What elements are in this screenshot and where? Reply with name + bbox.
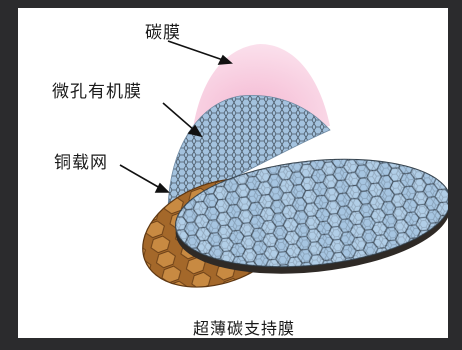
- diagram-card: 碳膜 微孔有机膜 铜载网 超薄碳支持膜: [18, 8, 448, 338]
- copper-grid-label: 铜载网: [54, 148, 108, 173]
- holey-organic-film-label: 微孔有机膜: [52, 77, 142, 102]
- arrow-icon: [120, 165, 168, 192]
- arrow-icon: [168, 41, 231, 64]
- carbon-film-label: 碳膜: [145, 18, 181, 43]
- tem-grid-diagram: [18, 8, 448, 338]
- diagram-caption: 超薄碳支持膜: [193, 315, 295, 339]
